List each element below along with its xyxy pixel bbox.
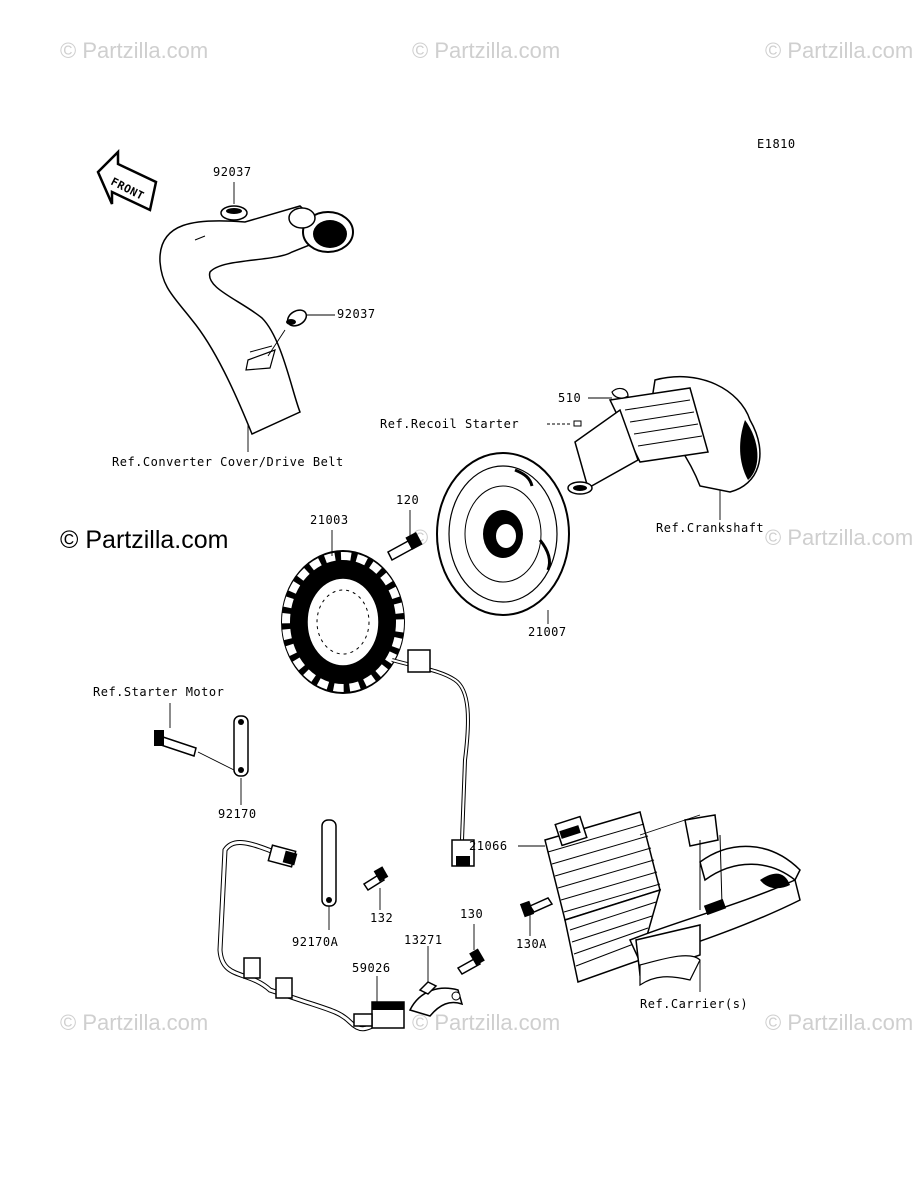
part-label: 13271 xyxy=(404,933,443,947)
watermark: © Partzilla.com xyxy=(60,1010,208,1035)
front-arrow-icon: FRONT xyxy=(96,148,158,212)
watermark: © Partzilla.com xyxy=(765,1010,913,1035)
part-label: 21003 xyxy=(310,513,349,527)
ref-label: Ref.Carrier(s) xyxy=(640,997,748,1011)
watermark: © Partzilla.com xyxy=(765,525,913,550)
watermark: © Partzilla.com xyxy=(412,1010,560,1035)
part-label: 130A xyxy=(516,937,547,951)
part-label: 130 xyxy=(460,907,483,921)
part-label: 92170A xyxy=(292,935,339,949)
part-label: 92037 xyxy=(213,165,252,179)
carrier-icon xyxy=(628,814,801,987)
lead-wire-a-icon xyxy=(321,819,337,907)
flywheel-icon xyxy=(436,452,570,616)
starter-bolt-icon xyxy=(154,730,197,757)
ref-label: Ref.Crankshaft xyxy=(656,521,764,535)
clamp-lower-icon xyxy=(286,309,308,327)
bolt-130-icon xyxy=(456,948,485,975)
bolt-120-icon xyxy=(387,532,423,562)
watermark: © Partzilla.com xyxy=(765,38,913,63)
lead-wire-icon xyxy=(233,715,249,777)
ref-label: Ref.Converter Cover/Drive Belt xyxy=(112,455,344,469)
part-label: 510 xyxy=(558,391,581,405)
part-label: 120 xyxy=(396,493,419,507)
regulator-icon xyxy=(544,811,662,983)
part-label: 92037 xyxy=(337,307,376,321)
clamp-upper-icon xyxy=(220,205,248,221)
watermark: © Partzilla.com xyxy=(60,38,208,63)
watermark: © Partzilla.com xyxy=(412,38,560,63)
bolt-130a-icon xyxy=(519,897,554,918)
bolt-132-icon xyxy=(362,866,389,892)
key-icon xyxy=(611,387,629,399)
part-label: 59026 xyxy=(352,961,391,975)
brand-label: © Partzilla.com xyxy=(60,526,228,554)
ref-label: Ref.Starter Motor xyxy=(93,685,224,699)
crankshaft-icon xyxy=(567,375,761,495)
part-label: 21066 xyxy=(469,839,508,853)
stator-icon xyxy=(281,550,475,867)
part-label: 132 xyxy=(370,911,393,925)
part-label: 92170 xyxy=(218,807,257,821)
diagram-code: E1810 xyxy=(757,137,796,151)
connector-icon xyxy=(353,1001,405,1029)
key-small-icon xyxy=(573,420,582,427)
bracket-icon xyxy=(408,981,464,1017)
converter-cover-duct xyxy=(159,205,354,436)
ref-label: Ref.Recoil Starter xyxy=(380,417,519,431)
part-label: 21007 xyxy=(528,625,567,639)
